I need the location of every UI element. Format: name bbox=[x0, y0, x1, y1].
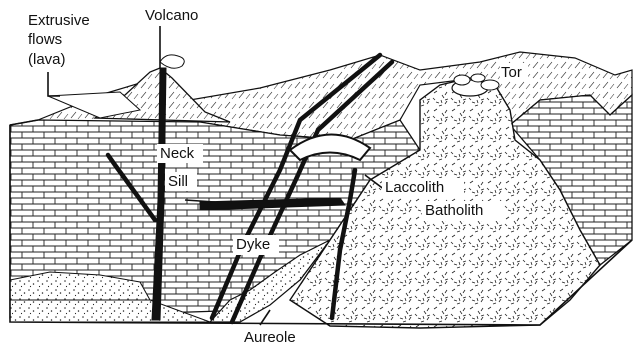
label-extrusive: Extrusive bbox=[28, 12, 90, 29]
label-neck: Neck bbox=[160, 145, 195, 162]
label-flows: flows bbox=[28, 31, 62, 48]
label-tor: Tor bbox=[501, 64, 522, 81]
label-dyke: Dyke bbox=[236, 236, 270, 253]
label-aureole: Aureole bbox=[244, 329, 296, 346]
label-batholith: Batholith bbox=[425, 202, 483, 219]
extrusive-leader bbox=[48, 72, 60, 96]
extrusive-flows-label: Extrusive flows (lava) bbox=[28, 12, 90, 68]
label-laccolith: Laccolith bbox=[385, 179, 444, 196]
label-volcano: Volcano bbox=[145, 7, 198, 24]
volcano-smoke bbox=[160, 55, 184, 68]
label-sill: Sill bbox=[168, 173, 188, 190]
label-lava: (lava) bbox=[28, 51, 66, 68]
